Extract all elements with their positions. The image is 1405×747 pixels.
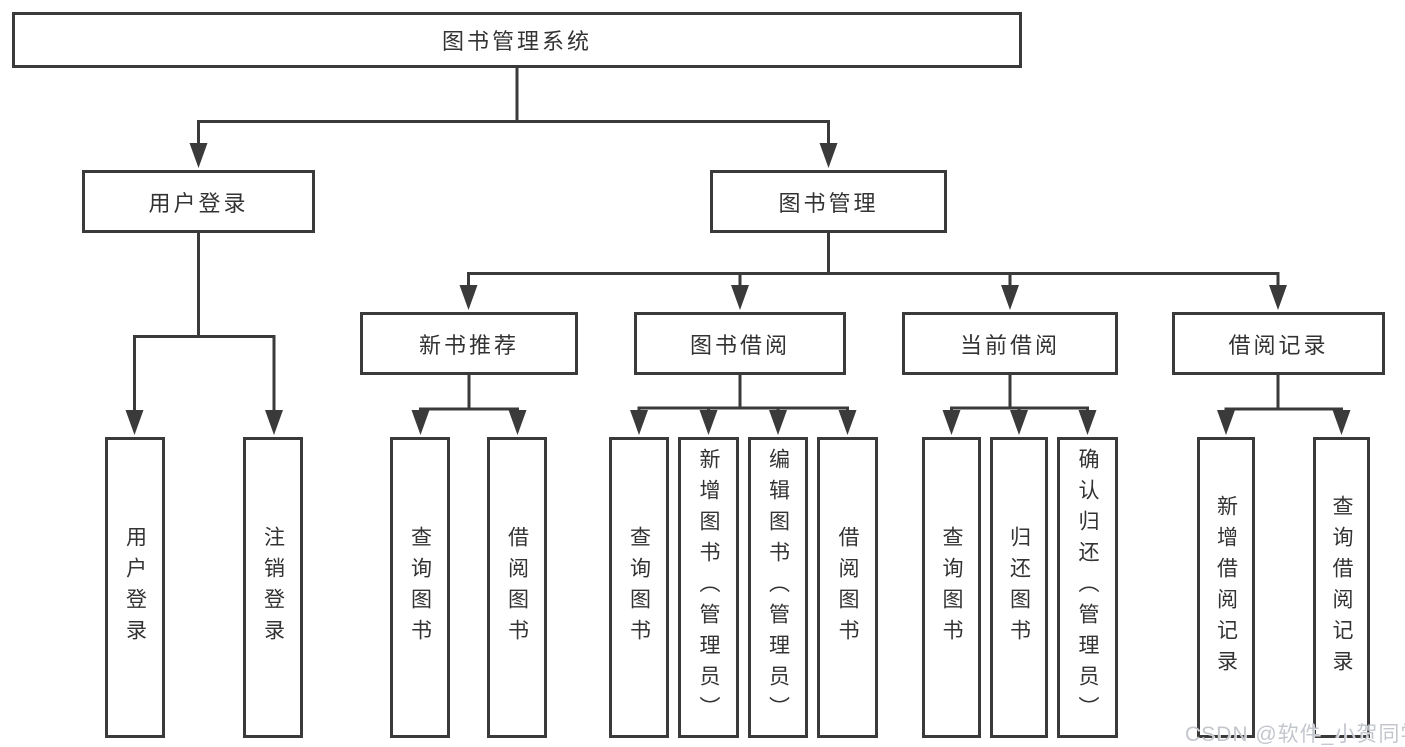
leaf-return-books: 归还图书 <box>990 437 1048 738</box>
arrow-down-icon <box>411 410 430 435</box>
edge-line <box>467 233 1280 287</box>
edge-line <box>1224 375 1343 413</box>
leaf-confirm-return-admin: 确认归还（管理员） <box>1057 437 1118 738</box>
arrow-down-icon <box>189 143 208 168</box>
arrow-down-icon <box>819 143 838 168</box>
edge-line <box>419 375 519 413</box>
leaf-borrow-books: 借阅图书 <box>487 437 547 738</box>
arrow-down-icon <box>1010 410 1028 435</box>
leaf-logout: 注销登录 <box>243 437 303 738</box>
node-borrowing-records: 借阅记录 <box>1172 312 1385 375</box>
leaf-add-books-admin: 新增图书（管理员） <box>678 437 739 738</box>
leaf-query-books: 查询图书 <box>609 437 669 738</box>
edge-records-to-leaves <box>1217 375 1351 435</box>
leaf-borrow-books: 借阅图书 <box>817 437 878 738</box>
arrow-down-icon <box>699 410 718 435</box>
arrow-down-icon <box>1078 410 1097 435</box>
node-new-book-recommendation: 新书推荐 <box>360 312 578 375</box>
arrow-down-icon <box>1217 410 1235 435</box>
arrow-down-icon <box>1269 285 1287 310</box>
leaf-query-books: 查询图书 <box>922 437 981 738</box>
arrow-down-icon <box>1001 285 1019 310</box>
arrow-down-icon <box>731 285 749 310</box>
edge-book-management-to-level3 <box>459 233 1287 310</box>
edge-user-login-to-leaves <box>125 233 283 435</box>
leaf-query-borrow-record: 查询借阅记录 <box>1313 437 1370 738</box>
leaf-query-books: 查询图书 <box>390 437 450 738</box>
edge-line <box>133 233 276 412</box>
arrow-down-icon <box>125 410 144 435</box>
node-book-borrowing: 图书借阅 <box>634 312 846 375</box>
node-current-borrowing: 当前借阅 <box>902 312 1118 375</box>
edge-recommend-to-leaves <box>411 375 527 435</box>
arrow-down-icon <box>265 410 283 435</box>
edge-root-to-level2 <box>189 66 838 168</box>
leaf-user-login: 用户登录 <box>105 437 165 738</box>
arrow-down-icon <box>1332 410 1351 435</box>
edge-line <box>637 375 849 413</box>
leaf-add-borrow-record: 新增借阅记录 <box>1197 437 1255 738</box>
csdn-watermark: CSDN @软件_小贺同学 <box>1185 723 1405 746</box>
arrow-down-icon <box>459 285 478 310</box>
edge-current-to-leaves <box>942 375 1097 435</box>
arrow-down-icon <box>942 410 961 435</box>
node-user-login: 用户登录 <box>82 170 315 233</box>
arrow-down-icon <box>630 410 648 435</box>
leaf-edit-books-admin: 编辑图书（管理员） <box>748 437 808 738</box>
edge-line <box>197 66 830 146</box>
node-book-management: 图书管理 <box>710 170 947 233</box>
edge-line <box>950 375 1089 413</box>
arrow-down-icon <box>838 410 857 435</box>
node-library-system: 图书管理系统 <box>12 12 1022 68</box>
arrow-down-icon <box>508 410 527 435</box>
edge-borrow-to-leaves <box>630 375 857 435</box>
arrow-down-icon <box>769 410 787 435</box>
